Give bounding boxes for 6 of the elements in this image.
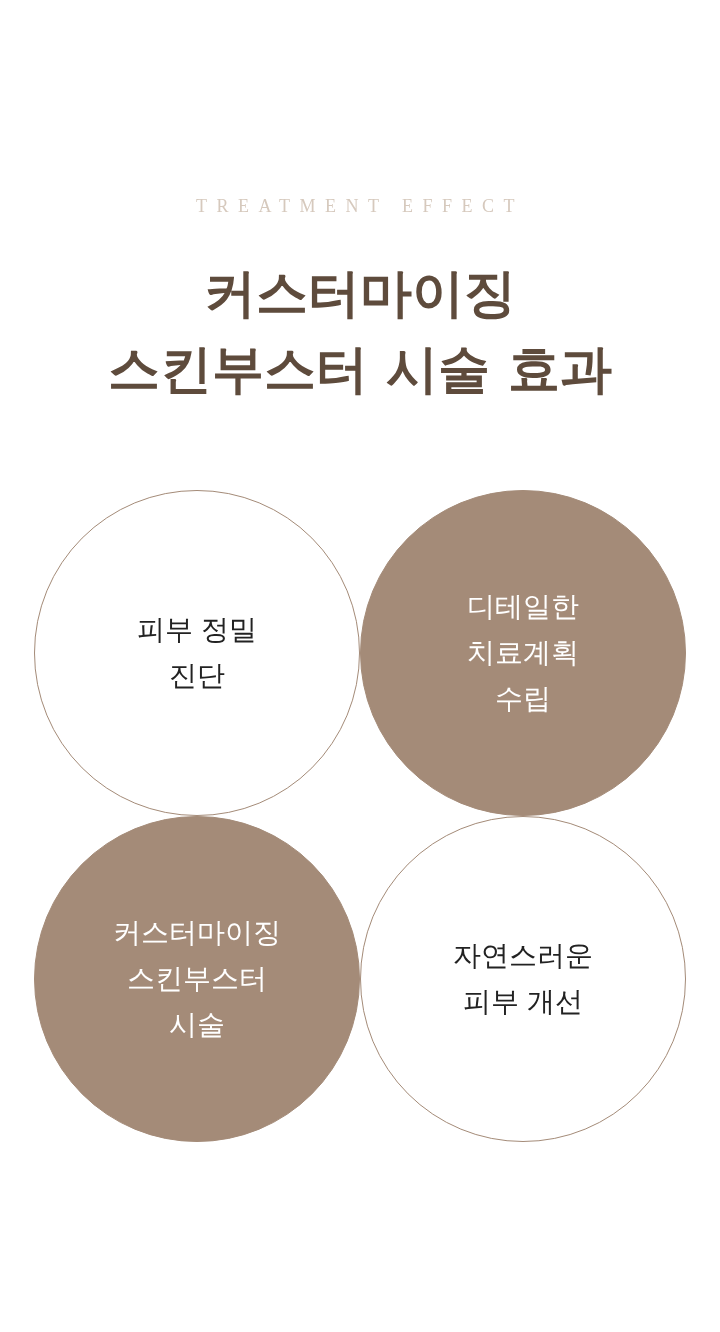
circle-text: 자연스러운 피부 개선 — [452, 938, 594, 1020]
subtitle: TREATMENT EFFECT — [195, 196, 525, 216]
circle-text: 디테일한 치료계획 수립 — [466, 589, 580, 717]
heading: 커스터마이징 스킨부스터 시술 효과 — [107, 263, 613, 399]
circle-text: 커스터마이징 스킨부스터 시술 — [112, 915, 282, 1043]
circle-text: 피부 정밀 진단 — [135, 612, 259, 694]
